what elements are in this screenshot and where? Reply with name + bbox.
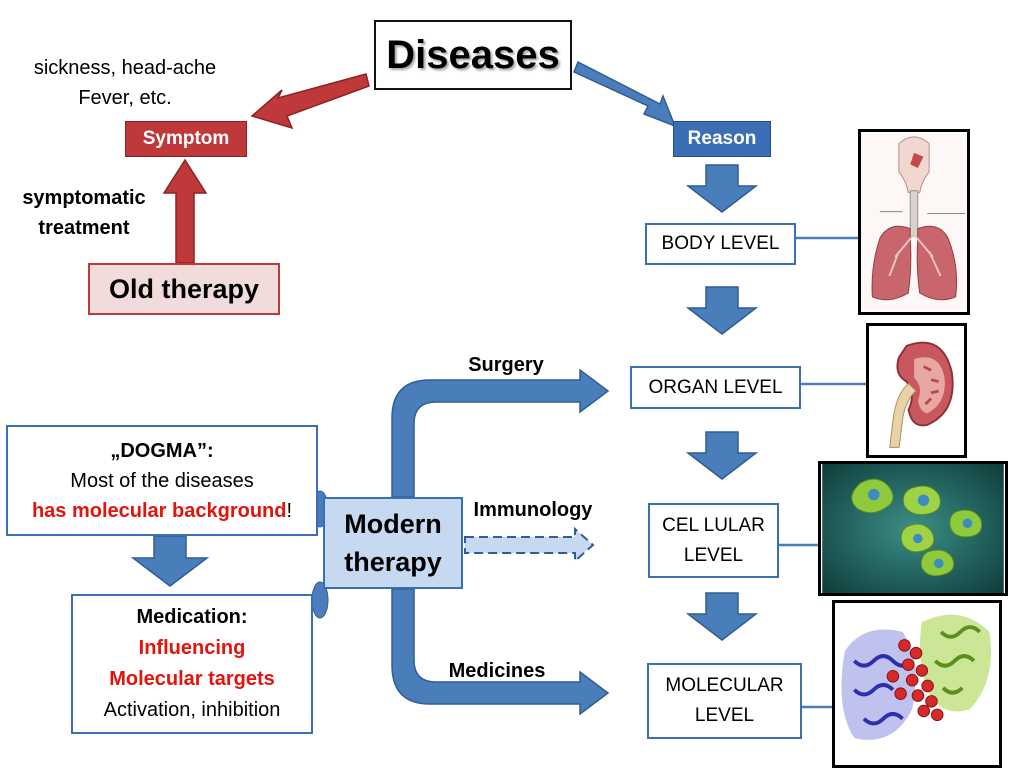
cellular-level-line2: LEVEL [683, 544, 744, 566]
cellular-level-line1: CEL LULAR [662, 514, 765, 536]
lungs-illustration [858, 129, 970, 315]
medication-box: Medication: Influencing Molecular target… [71, 594, 313, 734]
symptom-examples-line1: sickness, head-ache [33, 57, 217, 79]
dogma-heading: „DOGMA”: [110, 439, 214, 462]
dogma-highlight: has molecular background [31, 499, 287, 522]
medicines-label: Medicines [448, 660, 546, 682]
arrow-organ-to-cell [685, 431, 759, 480]
reason-badge: Reason [673, 121, 771, 157]
molecular-level-line2: LEVEL [694, 705, 755, 726]
symptomatic-line1: symptomatic [22, 187, 146, 209]
modern-therapy-line2: therapy [344, 547, 442, 577]
molecular-level-box: MOLECULAR LEVEL [647, 663, 802, 739]
kidney-illustration [866, 323, 967, 458]
arrow-dogma-to-medication [130, 535, 210, 587]
arrow-diseases-to-reason [573, 60, 677, 128]
medication-line3: Molecular targets [109, 668, 275, 690]
arrow-reason-to-body [685, 164, 759, 213]
old-therapy-text: Old therapy [108, 273, 260, 304]
dogma-line2: Most of the diseases [70, 469, 254, 492]
symptomatic-line2: treatment [38, 217, 130, 239]
cells-illustration [818, 461, 1008, 596]
immunology-label: Immunology [473, 499, 593, 521]
arrow-modern-to-organ-surgery [391, 368, 610, 498]
surgery-label: Surgery [468, 354, 544, 376]
cellular-level-box: CEL LULAR LEVEL [648, 503, 779, 578]
arrow-diseases-to-symptom [250, 73, 370, 130]
arrow-old-therapy-to-symptom [162, 158, 208, 264]
body-level-box: BODY LEVEL [645, 223, 796, 265]
organ-level-text: ORGAN LEVEL [648, 376, 783, 398]
dogma-line3: has molecular background! [32, 496, 292, 526]
symptom-examples: sickness, head-ache Fever, etc. [10, 53, 240, 113]
symptom-examples-line2: Fever, etc. [78, 87, 172, 109]
arrow-cell-to-molecular [685, 592, 759, 641]
arrow-body-to-organ [685, 286, 759, 335]
modern-therapy-line1: Modern [344, 509, 442, 539]
modern-therapy-box: Modern therapy [323, 497, 463, 589]
old-therapy-box: Old therapy [88, 263, 280, 315]
reason-badge-text: Reason [687, 128, 757, 149]
dogma-box: „DOGMA”: Most of the diseases has molecu… [6, 425, 318, 536]
symptom-badge: Symptom [125, 121, 247, 157]
medication-line2: Influencing [138, 637, 246, 659]
diseases-title: Diseases [374, 20, 572, 90]
symptomatic-treatment-label: symptomatic treatment [6, 183, 162, 243]
arrow-modern-to-cell-immunology [464, 526, 595, 564]
diseases-title-text: Diseases [386, 32, 560, 77]
dogma-suffix: ! [286, 499, 293, 522]
body-level-text: BODY LEVEL [661, 233, 780, 254]
protein-illustration [832, 600, 1002, 768]
organ-level-box: ORGAN LEVEL [630, 366, 801, 409]
symptom-badge-text: Symptom [142, 128, 230, 149]
medication-heading: Medication: [136, 606, 248, 628]
medication-line4: Activation, inhibition [103, 699, 281, 721]
molecular-level-line1: MOLECULAR [665, 675, 784, 696]
arrow-modern-to-molecular-medicines [391, 588, 610, 716]
